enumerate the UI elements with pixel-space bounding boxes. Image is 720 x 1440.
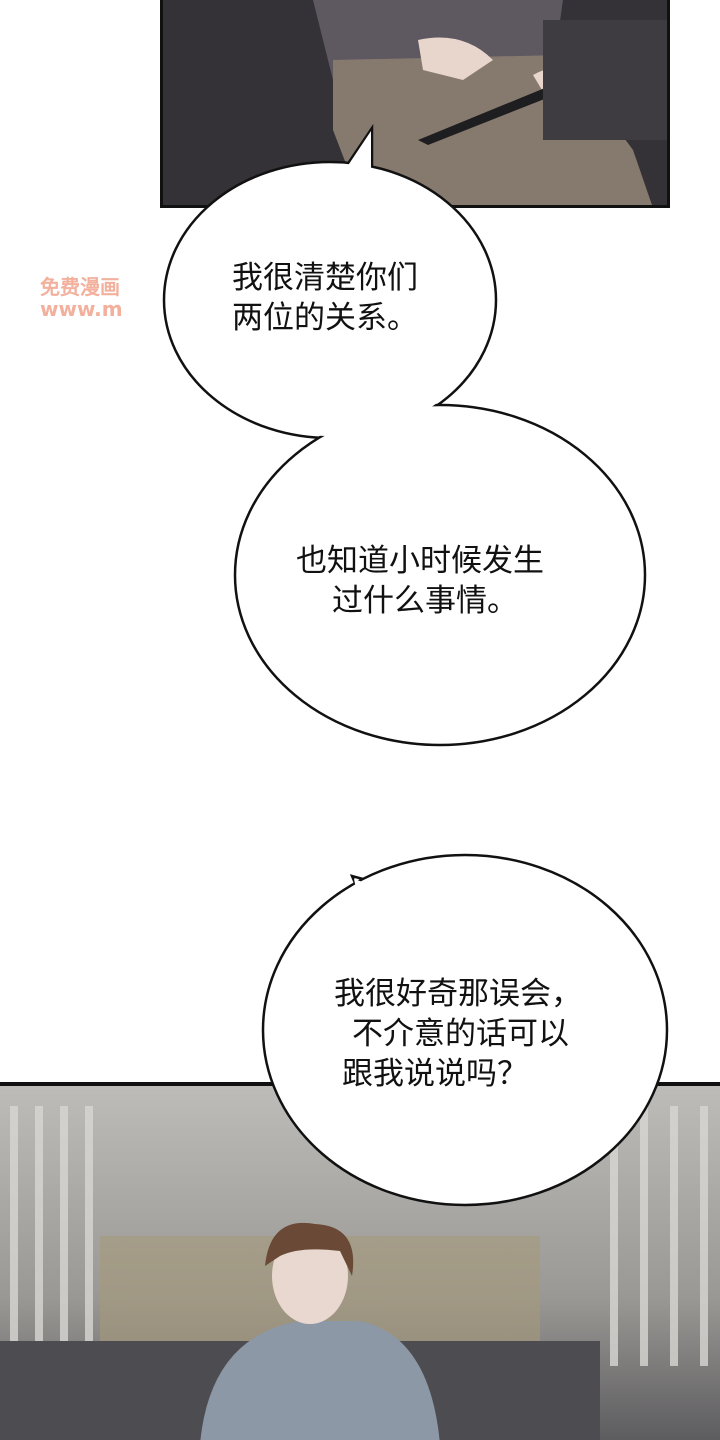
- seated-figure-illustration: [163, 0, 667, 205]
- bubble-3-text: 我很好奇那误会， 不介意的话可以 跟我说说吗？: [334, 974, 582, 1094]
- watermark: 免费漫画 www.m: [40, 276, 123, 320]
- dialogue-line: 过什么事情。: [332, 583, 518, 619]
- top-comic-panel: [160, 0, 670, 208]
- dialogue-line: 两位的关系。: [232, 300, 418, 336]
- dialogue-line: 我很好奇那误会，: [334, 976, 582, 1012]
- watermark-line-2: www.m: [40, 297, 123, 321]
- room-scene-illustration: [0, 1106, 708, 1440]
- bubble-1-text: 我很清楚你们 两位的关系。: [232, 258, 418, 338]
- bubble-2-text: 也知道小时候发生 过什么事情。: [296, 541, 544, 621]
- dialogue-line: 跟我说说吗？: [342, 1056, 528, 1092]
- dialogue-line: 我很清楚你们: [232, 260, 418, 296]
- dialogue-line: 不介意的话可以: [352, 1016, 569, 1052]
- dialogue-line: 也知道小时候发生: [296, 543, 544, 579]
- speech-bubble-2-body: [233, 403, 647, 747]
- watermark-line-1: 免费漫画: [40, 275, 120, 299]
